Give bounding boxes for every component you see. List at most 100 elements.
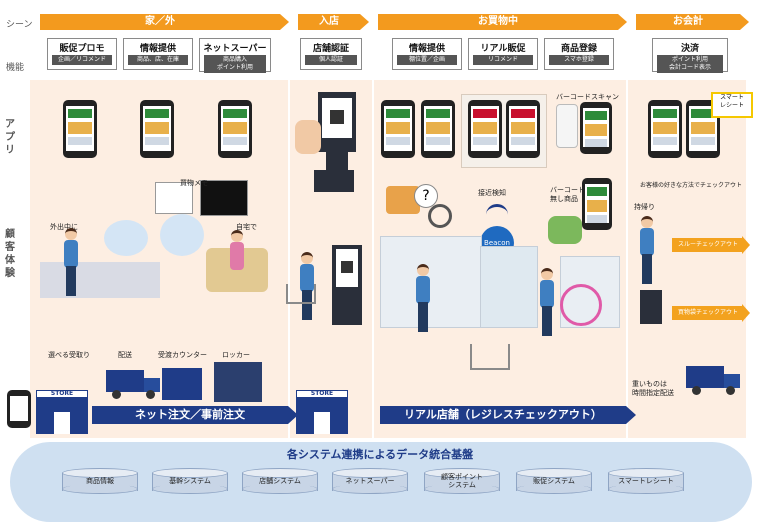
function-sub: 商品購入 ポイント利用 <box>204 55 266 73</box>
barcode-free-label: バーコード 無し商品 <box>550 186 585 203</box>
magnifier-icon <box>428 204 452 228</box>
db-label: 商品情報 <box>86 477 114 485</box>
phone-icon <box>580 102 612 154</box>
wifi-signal-icon <box>486 204 508 225</box>
question-bubble-icon: ? <box>414 184 438 208</box>
net-order-bar: ネット注文／事前注文 <box>92 406 298 424</box>
locker-icon <box>214 362 262 402</box>
function-sub: 個人認証 <box>305 55 357 65</box>
qr-kiosk-icon <box>318 92 356 180</box>
store-icon: STORE <box>36 390 88 434</box>
function-net-super: ネットスーパー 商品購入 ポイント利用 <box>199 38 271 73</box>
function-title: ネットスーパー <box>203 44 267 54</box>
db-label: 顧客ポイント システム <box>441 473 483 489</box>
phone-icon <box>7 390 31 428</box>
db-store-system: 店舗システム <box>242 468 318 494</box>
phone-icon <box>381 100 415 158</box>
delivery-truck-icon <box>686 366 740 396</box>
scene-checkout: お会計 <box>636 14 749 30</box>
smart-receipt-badge: スマート レシート <box>711 92 753 118</box>
function-title: 決済 <box>680 44 699 54</box>
db-smart-receipt: スマートレシート <box>608 468 684 494</box>
milk-bottle-icon <box>556 104 578 148</box>
home-label: 自宅で <box>236 223 257 231</box>
counter-label: 受渡カウンター <box>158 351 207 359</box>
freezer-icon <box>480 246 538 328</box>
entry-kiosk-icon <box>332 245 362 325</box>
vegetables-icon <box>548 216 582 244</box>
thru-checkout-arrow: スルーチェックアウト <box>672 236 750 254</box>
thought-bubble-icon <box>160 214 204 256</box>
phone-icon <box>63 100 97 158</box>
counter-icon <box>162 368 202 400</box>
customer-row-label: 顧客体験 <box>5 229 15 279</box>
carry-label: 持帰り <box>634 203 655 211</box>
app-row-label: アプリ <box>5 119 15 156</box>
function-title: 情報提供 <box>408 44 445 54</box>
function-real-promo: リアル販促 リコメンド <box>468 38 538 70</box>
delivery-truck-icon <box>106 370 160 400</box>
function-info: 情報提供 商品、店、在庫 <box>123 38 193 70</box>
phone-icon <box>468 100 502 158</box>
phone-icon <box>140 100 174 158</box>
memo-card-icon <box>155 182 193 214</box>
gate-reader-icon <box>314 170 354 192</box>
db-core-system: 基幹システム <box>152 468 228 494</box>
function-payment: 決済 ポイント利用 会計コード表示 <box>652 38 728 73</box>
db-label: スマートレシート <box>618 477 674 485</box>
db-promo-system: 販促システム <box>516 468 592 494</box>
function-row-label: 機能 <box>6 63 25 73</box>
function-shelf-info: 情報提供 棚位置／企画 <box>392 38 462 70</box>
function-title: 販促プロモ <box>59 44 105 54</box>
shelf-icon <box>380 236 482 328</box>
shopping-memo-label: 買物メモ <box>180 179 208 187</box>
store-sign: STORE <box>296 390 348 398</box>
memo-list-icon <box>200 180 248 216</box>
platform-title: 各システム連携によるデータ統合基盤 <box>286 448 474 461</box>
bag-gate-icon <box>640 290 662 324</box>
db-label: 基幹システム <box>169 477 211 485</box>
phone-icon <box>648 100 682 158</box>
db-customer-point: 顧客ポイント システム <box>424 468 500 494</box>
pickup-options-label: 選べる受取り <box>48 351 90 359</box>
proximity-label: 接近検知 <box>478 189 506 197</box>
scene-shopping: お買物中 <box>378 14 627 30</box>
function-sub: 企画／リコメンド <box>52 55 112 65</box>
bag-checkout-arrow: 買物袋チェックアウト <box>672 304 750 322</box>
function-title: 商品登録 <box>560 44 597 54</box>
db-label: 店舗システム <box>259 477 301 485</box>
db-product-info: 商品情報 <box>62 468 138 494</box>
function-sub: リコメンド <box>473 55 533 65</box>
db-label: ネットスーパー <box>345 477 395 485</box>
function-sub: 棚位置／企画 <box>397 55 457 65</box>
out-label: 外出中に <box>50 223 78 231</box>
hand-icon <box>295 120 321 154</box>
phone-icon <box>421 100 455 158</box>
function-store-auth: 店舗認証 個人認証 <box>300 38 362 70</box>
barcode-scan-label: バーコードスキャン <box>556 93 619 101</box>
function-product-register: 商品登録 スマホ登録 <box>544 38 614 70</box>
function-sales-promo: 販促プロモ 企画／リコメンド <box>47 38 117 70</box>
phone-icon <box>582 178 612 230</box>
db-label: 販促システム <box>533 477 575 485</box>
cart-icon <box>286 284 316 304</box>
function-sub: 商品、店、在庫 <box>128 55 188 65</box>
heavy-delivery-label: 重いものは 時間指定配送 <box>632 380 674 397</box>
thought-bubble-icon <box>104 220 148 256</box>
scene-enter-store: 入店 <box>298 14 369 30</box>
delivery-label: 配送 <box>118 351 132 359</box>
db-net-super: ネットスーパー <box>332 468 408 494</box>
cart-icon <box>470 344 510 370</box>
function-title: 店舗認証 <box>312 44 349 54</box>
scene-row-label: シーン <box>6 20 33 30</box>
scene-home-out: 家／外 <box>40 14 289 30</box>
function-sub: ポイント利用 会計コード表示 <box>657 55 723 73</box>
real-store-bar: リアル店舗（レジレスチェックアウト） <box>380 406 636 424</box>
phone-icon <box>506 100 540 158</box>
highlight-circle-icon <box>560 284 602 326</box>
checkout-choice-label: お客様の好きな方法でチェックアウト <box>640 182 743 189</box>
phone-icon <box>218 100 252 158</box>
function-title: 情報提供 <box>139 44 176 54</box>
locker-label: ロッカー <box>222 351 250 359</box>
function-sub: スマホ登録 <box>549 55 609 65</box>
